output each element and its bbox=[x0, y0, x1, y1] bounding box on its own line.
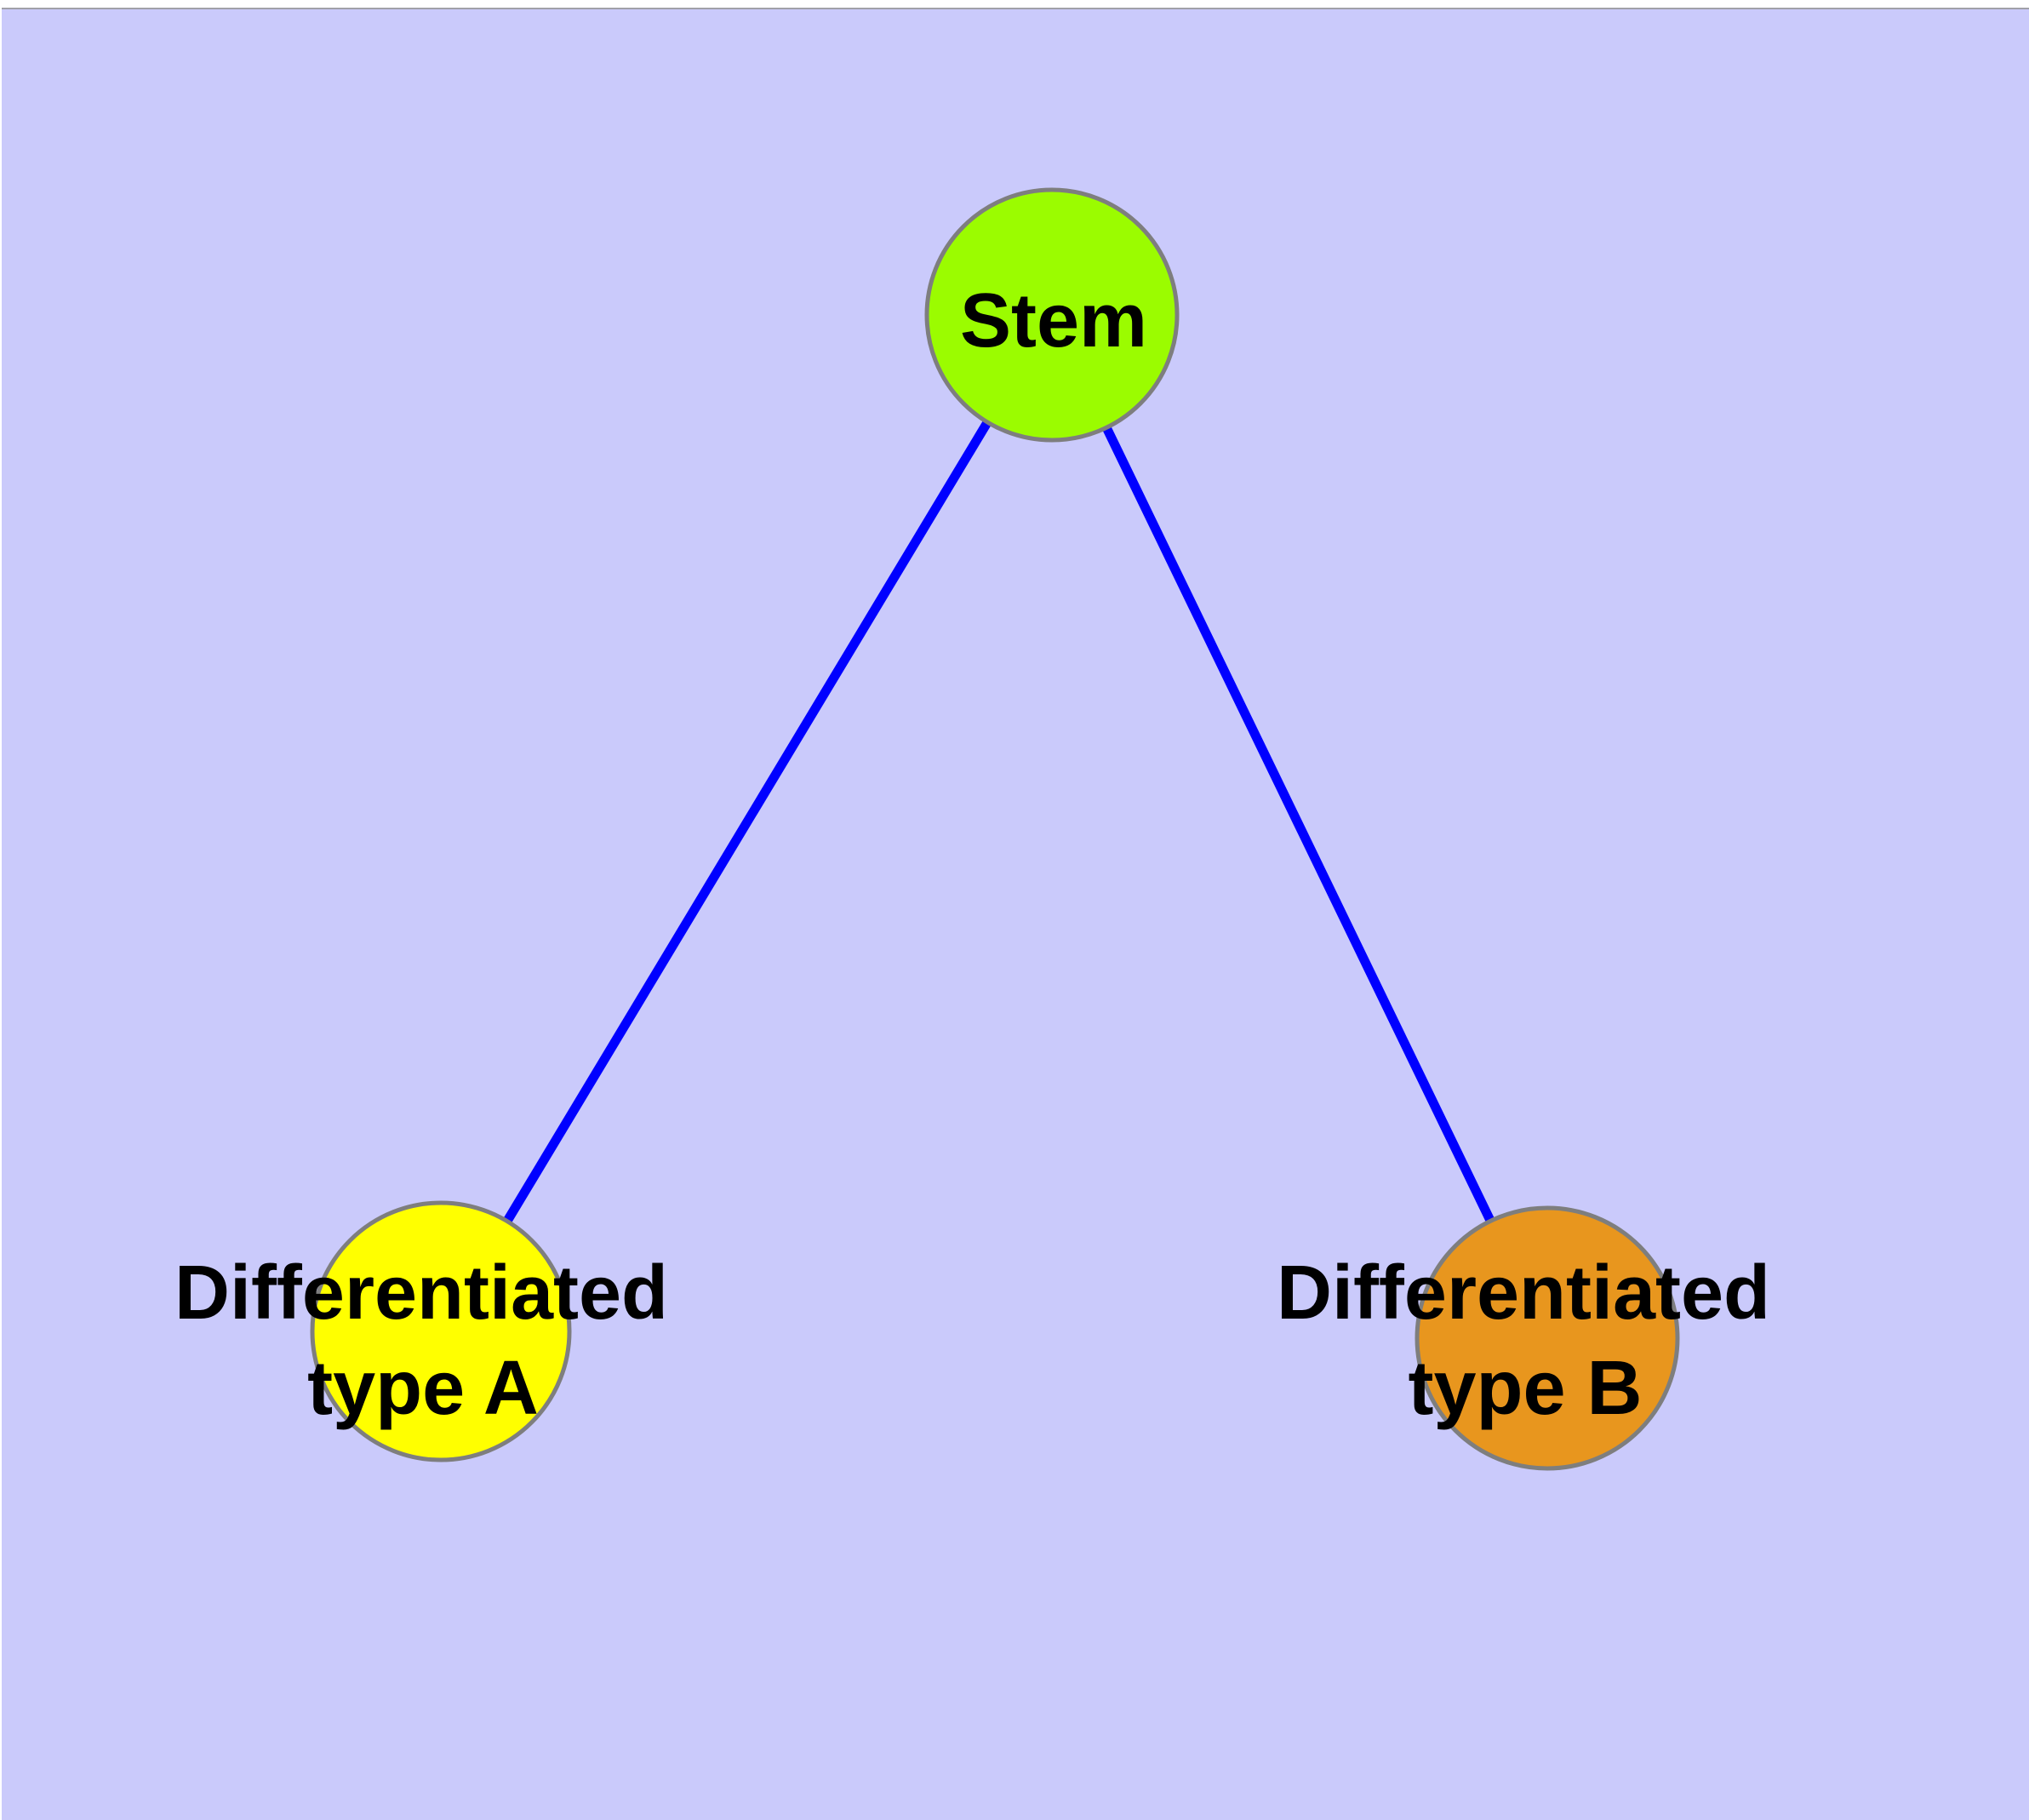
node-type-a-label-line2: type A bbox=[307, 1346, 539, 1431]
node-differentiated-type-a bbox=[310, 1200, 572, 1462]
node-type-b-label-line2: type B bbox=[1408, 1346, 1642, 1431]
node-type-a-label-line1: Differentiated bbox=[174, 1251, 668, 1336]
node-stem-label: Stem bbox=[960, 278, 1147, 363]
node-stem bbox=[924, 187, 1180, 443]
edge-stem-to-type-b bbox=[1048, 312, 1552, 1341]
edge-stem-to-type-a bbox=[437, 312, 1056, 1334]
node-differentiated-type-b bbox=[1415, 1205, 1680, 1471]
node-type-b-label-line1: Differentiated bbox=[1277, 1251, 1770, 1336]
